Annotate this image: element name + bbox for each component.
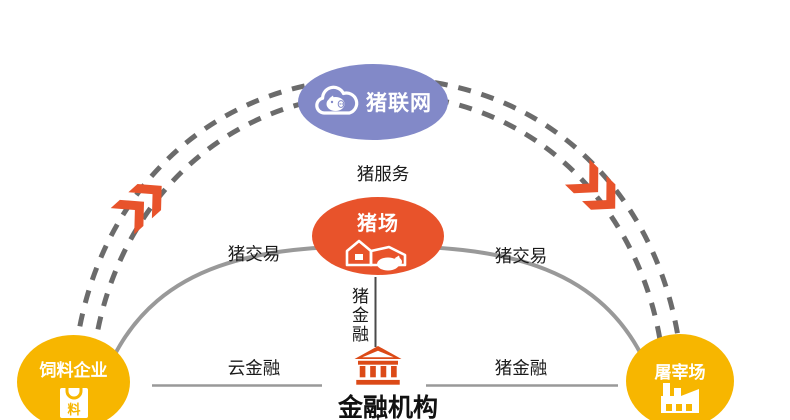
factory-icon bbox=[661, 382, 699, 413]
node-pig-farm-label: 猪场 bbox=[357, 212, 399, 235]
down-right-chevron-arrow-icon bbox=[564, 159, 616, 210]
edge-label-pig-finance-center: 猪金融 bbox=[349, 287, 368, 344]
edge-label-pig-trade-right: 猪交易 bbox=[494, 246, 548, 266]
node-slaughterhouse: 屠宰场 bbox=[626, 334, 734, 420]
edge-label-pig-finance-right: 猪金融 bbox=[494, 358, 548, 378]
node-pig-internet-label: 猪联网 bbox=[366, 92, 432, 115]
node-pig-farm: 猪场 bbox=[312, 197, 444, 275]
dashed-arc-outer bbox=[73, 75, 683, 351]
farm-house-pig-icon bbox=[345, 239, 407, 270]
edge-label-pig-service: 猪服务 bbox=[356, 164, 410, 184]
feed-bag-char: 料 bbox=[67, 402, 80, 417]
dashed-arc-inner bbox=[91, 91, 665, 354]
node-feed-company: 饲料企业 料 bbox=[17, 335, 130, 420]
edge-label-pig-trade-left: 猪交易 bbox=[227, 244, 281, 264]
feed-bag-icon: 料 bbox=[59, 387, 88, 418]
up-right-chevron-arrow-icon bbox=[110, 183, 162, 235]
bank-icon bbox=[354, 346, 402, 385]
node-slaughterhouse-label: 屠宰场 bbox=[654, 362, 706, 382]
node-pig-internet: 猪联网 bbox=[298, 64, 448, 140]
financial-institution-label: 金融机构 bbox=[337, 394, 438, 420]
edge-label-cloud-finance: 云金融 bbox=[227, 358, 281, 378]
node-feed-company-label: 饲料企业 bbox=[39, 360, 108, 380]
cloud-pig-icon bbox=[315, 85, 359, 115]
